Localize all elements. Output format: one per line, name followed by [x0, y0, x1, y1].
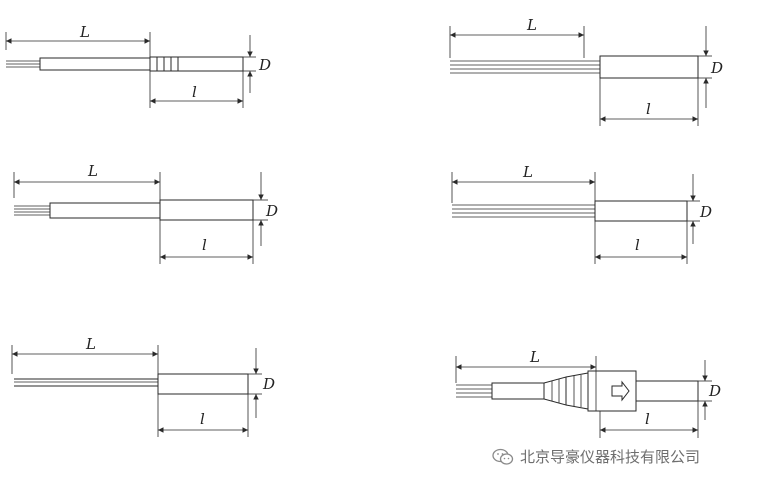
- sensor-drawing-1: L l D: [5, 23, 271, 108]
- watermark: 北京导豪仪器科技有限公司: [492, 446, 700, 467]
- sensor-drawing-5: L l D: [11, 335, 275, 437]
- strain-relief: [543, 372, 589, 410]
- wechat-icon: [492, 448, 514, 465]
- label-D: D: [265, 202, 278, 220]
- label-l: l: [635, 236, 640, 254]
- probe-tube: [635, 380, 699, 402]
- probe-tube: [594, 200, 688, 222]
- watermark-text: 北京导豪仪器科技有限公司: [520, 448, 701, 466]
- probe-tube: [159, 199, 254, 221]
- lead-wires: [14, 205, 50, 216]
- label-D: D: [262, 375, 275, 393]
- arrow-icon: [611, 380, 630, 402]
- sensor-drawing-3: L l D: [13, 162, 278, 264]
- label-l: l: [646, 100, 651, 118]
- label-L: L: [79, 23, 90, 41]
- lead-wires: [450, 60, 600, 74]
- sensor-drawing-4: L l D: [451, 163, 712, 264]
- label-D: D: [258, 56, 271, 74]
- label-D: D: [699, 203, 712, 221]
- ribbed-collar: [149, 56, 179, 72]
- cable-jacket: [491, 382, 545, 400]
- probe-tube: [177, 56, 244, 72]
- label-D: D: [710, 59, 723, 77]
- lead-wires: [14, 378, 158, 387]
- probe-tube: [599, 55, 699, 79]
- lead-wires: [6, 60, 40, 68]
- cable-jacket: [49, 202, 161, 219]
- sensor-drawing-2: L l D: [449, 16, 723, 126]
- label-L: L: [522, 163, 533, 181]
- label-l: l: [645, 410, 650, 428]
- label-l: l: [200, 410, 205, 428]
- label-L: L: [529, 348, 540, 366]
- label-L: L: [526, 16, 537, 34]
- lead-wires: [452, 204, 595, 218]
- sensor-drawing-6: L l D: [455, 348, 721, 438]
- cable-jacket: [39, 57, 151, 71]
- label-L: L: [85, 335, 96, 353]
- label-l: l: [192, 83, 197, 101]
- label-l: l: [202, 236, 207, 254]
- label-D: D: [708, 382, 721, 400]
- probe-tube: [157, 373, 249, 395]
- label-L: L: [87, 162, 98, 180]
- lead-wires: [456, 384, 492, 398]
